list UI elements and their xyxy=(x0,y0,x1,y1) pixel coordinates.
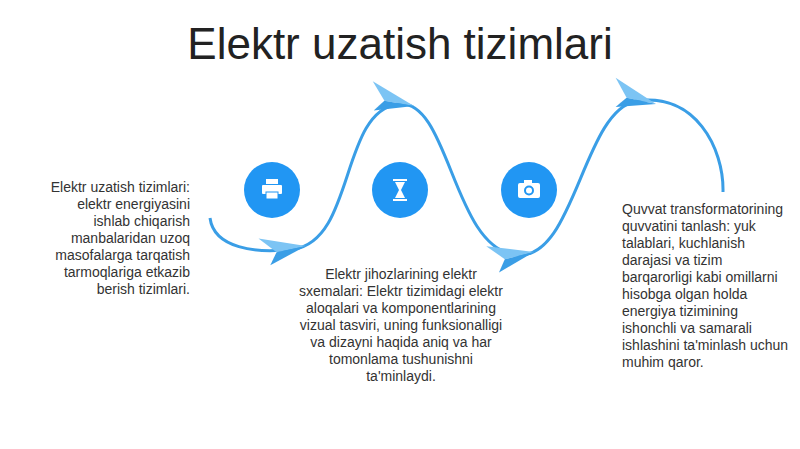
icon-circle xyxy=(244,162,300,218)
paper-plane xyxy=(608,78,660,118)
description-text: Elektr uzatish tizimlari: elektr energiy… xyxy=(38,179,190,298)
hourglass-icon xyxy=(393,179,407,201)
paper-plane xyxy=(366,81,417,119)
paper-plane xyxy=(258,232,307,266)
icon-circle xyxy=(501,162,557,218)
title: Elektr uzatish tizimlari xyxy=(0,18,800,70)
camera-icon xyxy=(518,180,540,198)
description-text: Quvvat transformatorining quvvatini tanl… xyxy=(622,201,790,371)
description-text: Elektr jihozlarining elektr sxemalari: E… xyxy=(298,266,504,385)
printer-icon xyxy=(262,179,282,199)
icon-circle xyxy=(372,162,428,218)
paper-plane xyxy=(486,238,536,274)
